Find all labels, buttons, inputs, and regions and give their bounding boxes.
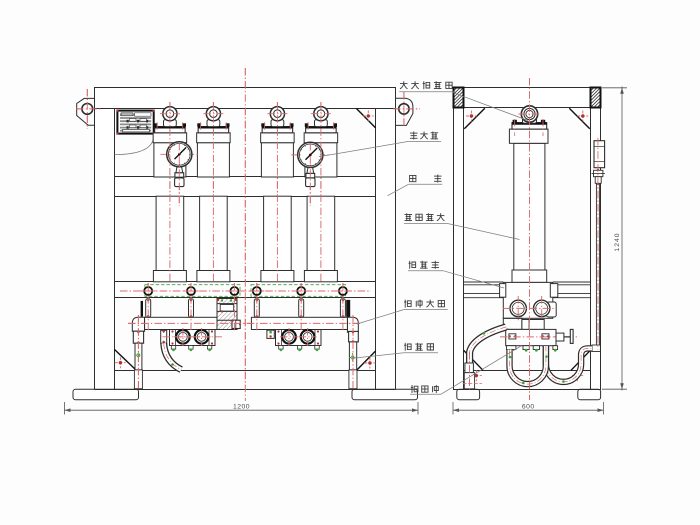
svg-text:1200: 1200: [233, 403, 250, 410]
svg-text:1240: 1240: [614, 232, 621, 251]
svg-text:600: 600: [522, 403, 535, 410]
